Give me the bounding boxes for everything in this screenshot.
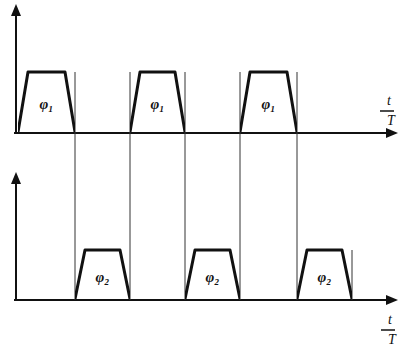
clock-pulse: φ₂: [75, 248, 130, 300]
fraction-bar: [381, 329, 395, 331]
pulse-outline: [18, 72, 75, 132]
arrow-head: [11, 172, 21, 184]
arrow-head: [386, 295, 398, 305]
clock-pulse: φ₁: [240, 70, 297, 133]
pulse-outline: [240, 72, 297, 132]
phase-label: φ₂: [317, 269, 331, 286]
axis-label: T: [388, 332, 396, 348]
clock-pulse: φ₁: [130, 70, 185, 133]
phase-divider: [75, 72, 76, 300]
phase-divider: [185, 72, 186, 300]
arrow-head: [386, 128, 398, 138]
phase-label: φ₁: [39, 96, 53, 113]
axis-label: t: [388, 312, 392, 328]
axis-label: t: [387, 93, 391, 109]
clock-pulse: φ₂: [297, 248, 352, 300]
phase-label: φ₂: [95, 269, 109, 286]
axis-line: [14, 299, 392, 301]
pulse-outline: [130, 72, 185, 132]
phase-divider: [130, 72, 131, 300]
pulse-outline: [297, 250, 352, 299]
clock-pulse: φ₁: [18, 70, 75, 133]
phase-label: φ₂: [205, 269, 219, 286]
axis-line: [15, 10, 17, 133]
fraction-bar: [380, 110, 394, 112]
phase-label: φ₁: [150, 96, 164, 113]
axis-line: [15, 178, 17, 300]
phase-divider: [297, 72, 298, 300]
pulse-outline: [75, 250, 130, 299]
clock-pulse: φ₂: [185, 248, 240, 300]
axis-line: [14, 132, 392, 134]
axis-label: T: [387, 113, 395, 129]
phase-label: φ₁: [261, 96, 275, 113]
arrow-head: [11, 4, 21, 16]
phase-divider: [240, 72, 241, 300]
pulse-outline: [185, 250, 240, 299]
